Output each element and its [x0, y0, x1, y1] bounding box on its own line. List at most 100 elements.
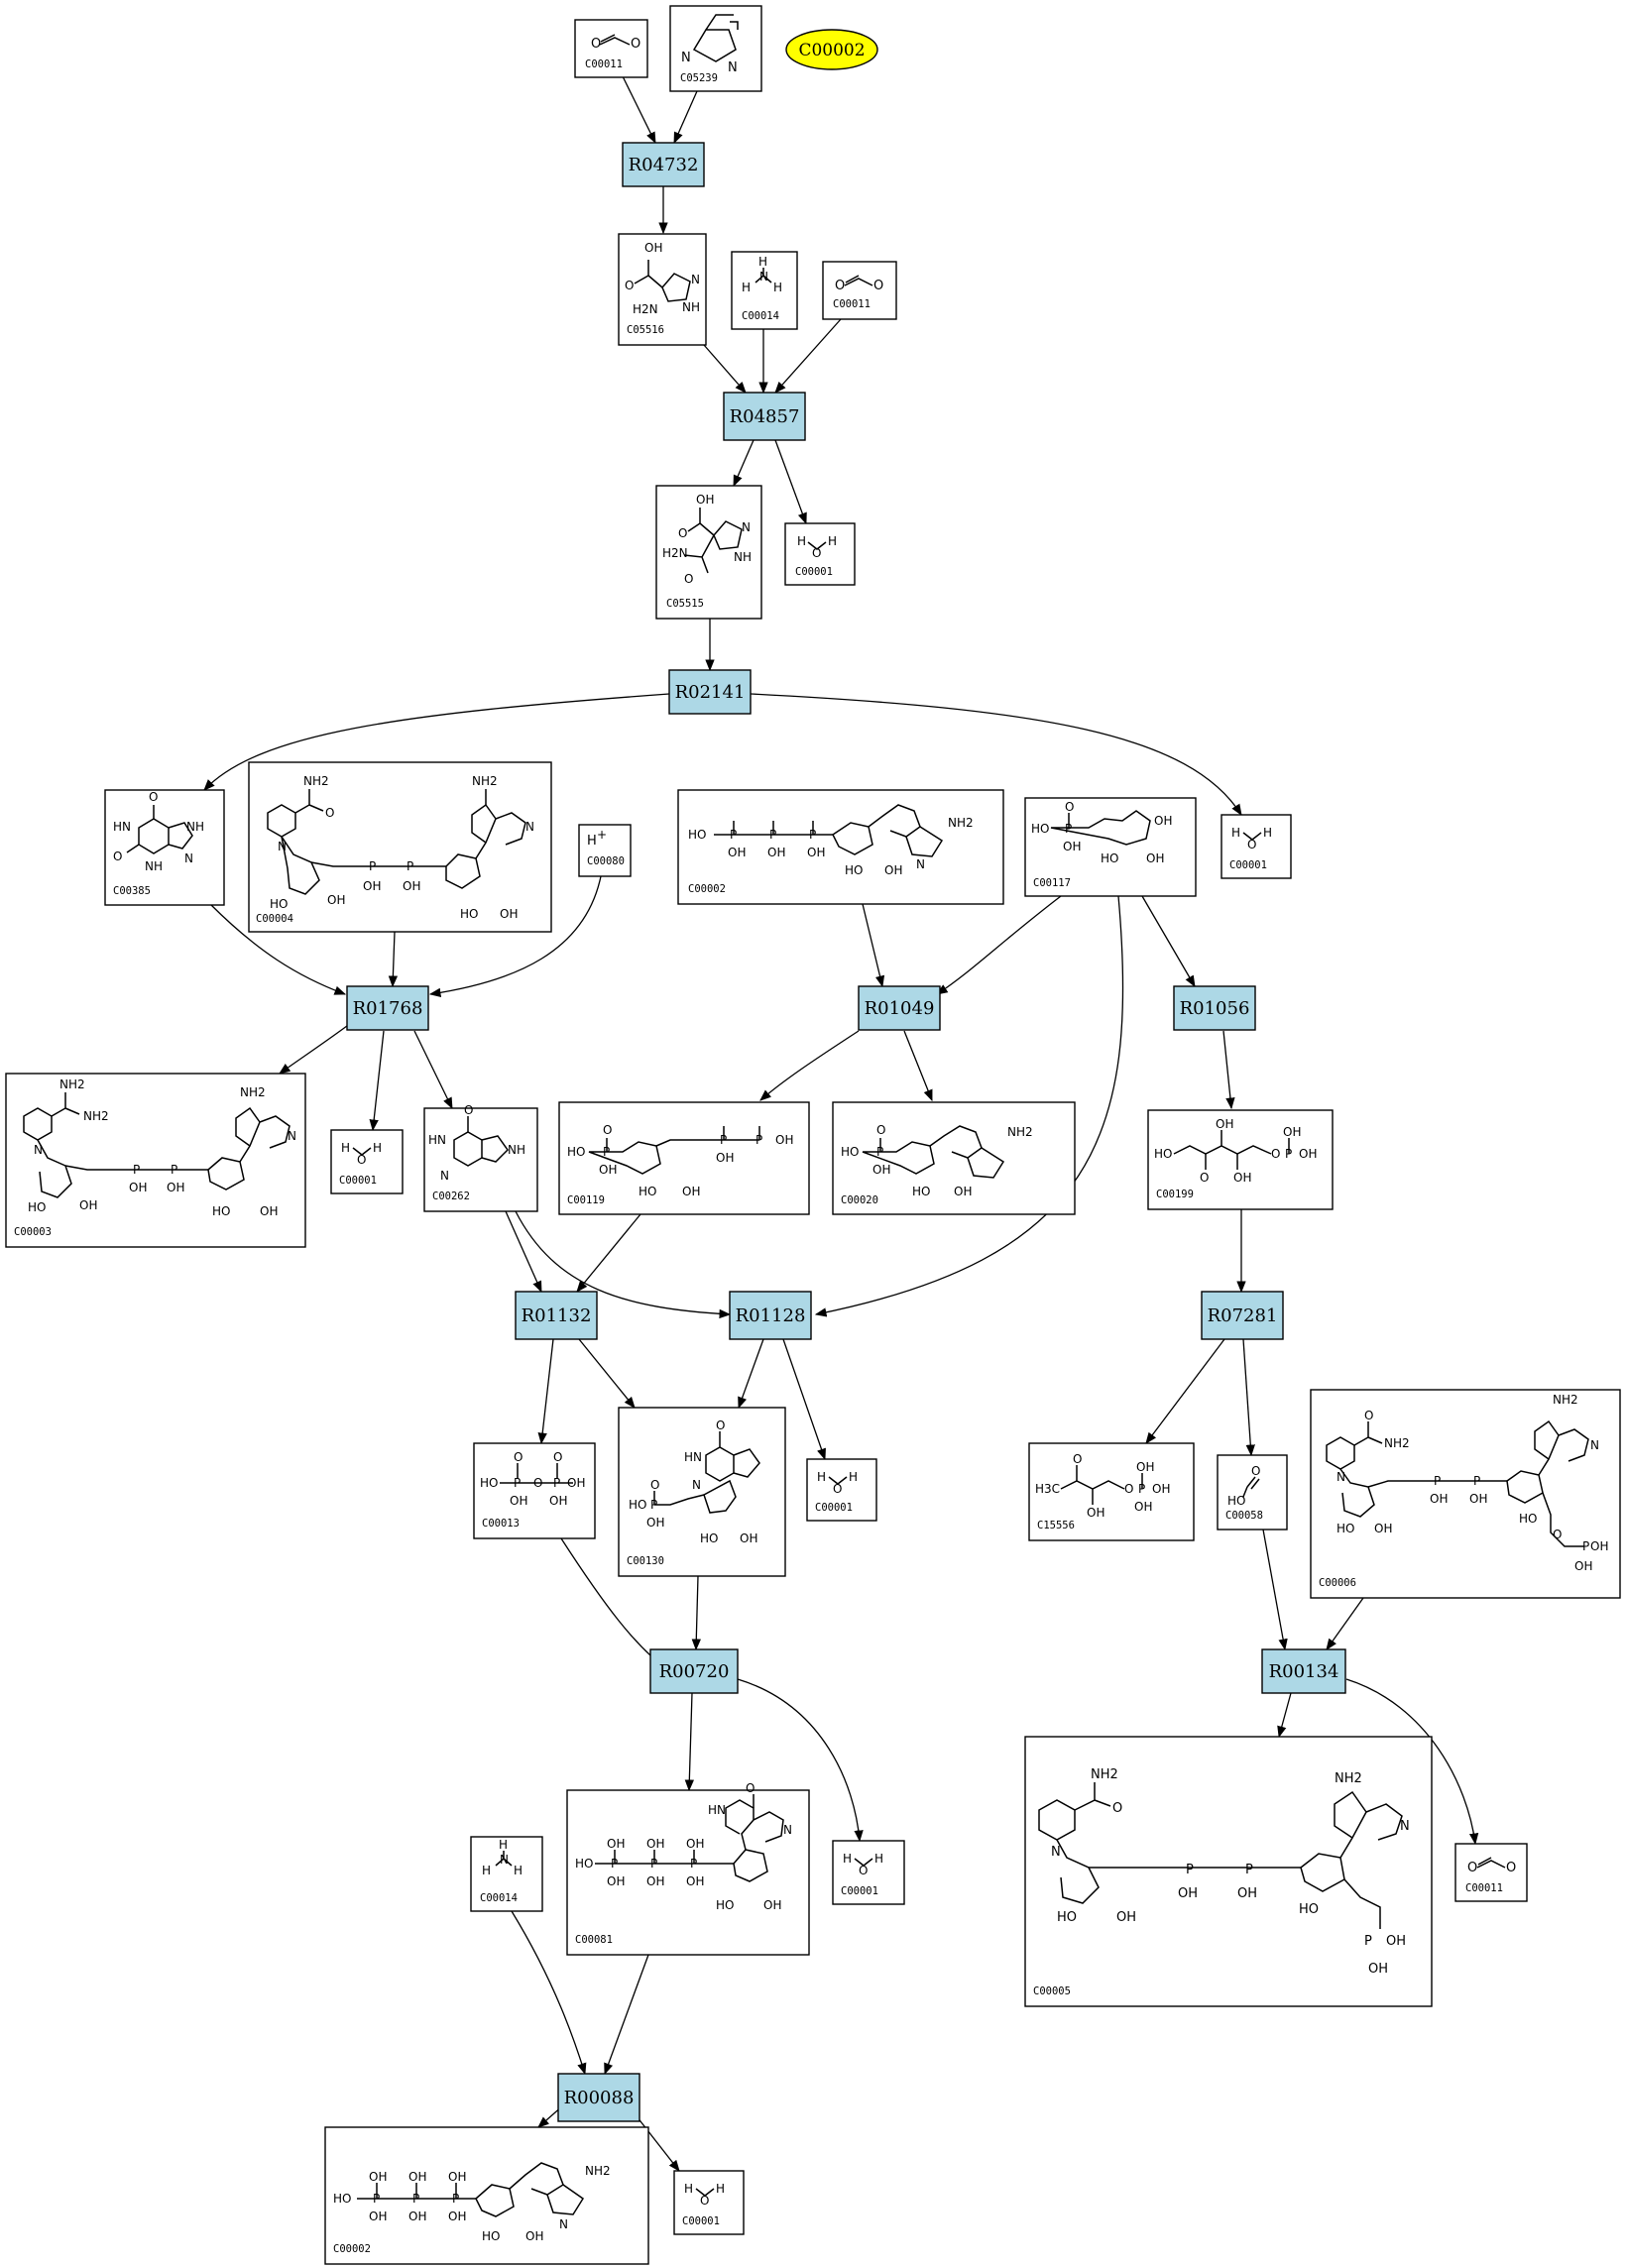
atom-p: P: [730, 828, 737, 842]
compound-node[interactable]: H H N H C00014: [731, 251, 798, 330]
reaction-node[interactable]: R07281: [1201, 1291, 1284, 1340]
compound-node[interactable]: HO OH O OH O P OH OH C00199: [1147, 1109, 1334, 1210]
atom-h2n: H2N: [633, 302, 658, 316]
atom-p: P: [1473, 1474, 1480, 1488]
compound-label: C00011: [585, 58, 623, 70]
compound-node[interactable]: H O H C00001: [832, 1840, 905, 1905]
atom-h: H: [742, 281, 751, 294]
compound-node[interactable]: O NH2 N HO OH P P OH OH HO NH2 N O P OH …: [1310, 1389, 1621, 1599]
compound-node[interactable]: HO O P OH NH2 HO OH C00020: [832, 1101, 1076, 1215]
compound-node[interactable]: H + C00080: [578, 824, 632, 877]
atom-n: N: [559, 2217, 568, 2231]
atom-h: H: [499, 1838, 508, 1852]
compound-node[interactable]: NH2 O N HO OH P P OH OH HO OH NH2 N C000…: [248, 761, 552, 933]
atom-ho: HO: [1227, 1494, 1245, 1508]
compound-node[interactable]: HO P P P OH OH OH OH OH OH HO OH NH2 N C…: [324, 2126, 649, 2265]
atom-p: P: [755, 1133, 762, 1147]
edge-r00134-c00005: [1277, 1692, 1292, 1739]
compound-node[interactable]: HO O P O O P OH OH OH C00013: [473, 1442, 596, 1539]
edge-c05516-r04857: [703, 344, 747, 394]
compound-node[interactable]: O HN NH N C00262: [423, 1103, 538, 1212]
compound-node[interactable]: HO O P OH OH HO OH C00117: [1024, 797, 1197, 897]
compound-node[interactable]: H O H C00001: [784, 522, 856, 586]
compound-node[interactable]: O HO C00058: [1217, 1454, 1288, 1531]
atom-oh: OH: [763, 1898, 781, 1912]
compound-node[interactable]: H O H C00001: [1220, 814, 1292, 879]
atom-o: O: [684, 572, 693, 586]
reaction-node[interactable]: R04857: [723, 392, 806, 441]
atom-oh: OH: [686, 1874, 704, 1888]
compound-node[interactable]: OH O N NH H2N C05516: [618, 233, 707, 346]
compound-label: C00001: [815, 1502, 853, 1514]
reaction-node[interactable]: R01768: [346, 985, 429, 1031]
atom-ho: HO: [912, 1185, 930, 1198]
edge-r01768-c00262: [413, 1030, 453, 1110]
edge-c00262-r01132: [505, 1210, 542, 1294]
compound-node[interactable]: HO P P P OH OH OH HO OH NH2 N C00002: [677, 789, 1004, 905]
atom-h: H: [373, 1141, 382, 1155]
reaction-node[interactable]: R01049: [858, 985, 941, 1031]
compound-node[interactable]: H O H C00001: [806, 1458, 877, 1522]
atom-oh: OH: [567, 1476, 585, 1490]
atom-h: H: [1231, 826, 1240, 840]
atom-nh2: NH2: [472, 774, 498, 788]
atom-o: O: [1271, 1147, 1280, 1161]
compound-label: C00385: [113, 885, 151, 897]
compound-label: C00119: [567, 1194, 605, 1206]
reaction-node[interactable]: R01132: [515, 1291, 598, 1340]
atom-hn: HN: [428, 1133, 446, 1147]
atom-ch3: H3C: [1035, 1482, 1060, 1496]
compound-label: C00058: [1225, 1510, 1263, 1522]
atom-oh: OH: [954, 1185, 972, 1198]
compound-node[interactable]: HO O P OH P P OH OH HO OH C00119: [558, 1101, 810, 1215]
atom-oh: OH: [1152, 1482, 1170, 1496]
atom-n: N: [692, 1478, 701, 1492]
compound-node[interactable]: O HN NH O NH N C00385: [104, 789, 225, 906]
reaction-node[interactable]: R00720: [649, 1648, 739, 1694]
reaction-node[interactable]: R01128: [729, 1291, 812, 1340]
reaction-node[interactable]: R01056: [1173, 985, 1256, 1031]
compound-label: C05516: [627, 324, 664, 336]
compound-node[interactable]: OH O N NH H2N O C05515: [655, 485, 762, 620]
compound-label: C00002: [333, 2243, 371, 2255]
atom-ho: HO: [460, 907, 478, 921]
reaction-node[interactable]: R00088: [557, 2073, 640, 2122]
edge-r01056-c00199: [1222, 1030, 1235, 1110]
atom-n: N: [525, 820, 534, 834]
reaction-node[interactable]: R04732: [622, 142, 705, 187]
compound-node[interactable]: O HN N HO O P OH HO OH C00130: [618, 1407, 786, 1577]
atom-oh: OH: [682, 1185, 700, 1198]
atom-p: P: [809, 828, 816, 842]
edge-c00119-r01132: [576, 1213, 641, 1293]
atom-nh2: NH2: [83, 1109, 109, 1123]
compound-node[interactable]: O O C00011: [574, 19, 648, 78]
compound-node[interactable]: H O H C00001: [673, 2170, 745, 2235]
reaction-node[interactable]: R02141: [668, 669, 752, 715]
compound-node[interactable]: H3C O OH O P OH OH OH C15556: [1028, 1442, 1195, 1541]
compound-node[interactable]: NH2 O N HO OH P P OH OH HO NH2 N P OH OH…: [1024, 1736, 1433, 2007]
compound-node[interactable]: H H N H C00014: [470, 1836, 543, 1912]
edge-r02141-c00001b: [750, 693, 1242, 816]
compound-node[interactable]: NH2 NH2 N HO OH P P OH OH HO OH NH2 N C0…: [5, 1073, 306, 1248]
compound-label: C00011: [833, 298, 871, 310]
atom-nh2: NH2: [1553, 1393, 1578, 1407]
edge-c00011-r04732: [622, 75, 656, 145]
atom-ho: HO: [480, 1476, 498, 1490]
highlight-node[interactable]: C00002: [785, 29, 878, 70]
reaction-node[interactable]: R00134: [1261, 1648, 1346, 1694]
atom-oh: OH: [599, 1163, 617, 1177]
atom-o: O: [678, 526, 687, 540]
compound-label: C00003: [14, 1226, 52, 1238]
compound-node[interactable]: H O H C00001: [330, 1129, 404, 1194]
compound-node[interactable]: O O C00011: [822, 261, 897, 320]
edge-c00002-r01049: [862, 903, 885, 988]
atom-ho: HO: [1101, 851, 1118, 865]
edge-r02141-c00385: [203, 693, 670, 791]
compound-node[interactable]: N N C05239: [669, 5, 762, 92]
compound-node[interactable]: HO P P P OH OH OH OH OH OH O HN N HO OH …: [566, 1781, 810, 1956]
atom-nh2: NH2: [585, 2164, 611, 2178]
atom-oh: OH: [728, 846, 746, 859]
atom-h: H: [817, 1470, 826, 1484]
atom-oh: OH: [646, 1874, 664, 1888]
compound-node[interactable]: O O C00011: [1454, 1843, 1528, 1902]
